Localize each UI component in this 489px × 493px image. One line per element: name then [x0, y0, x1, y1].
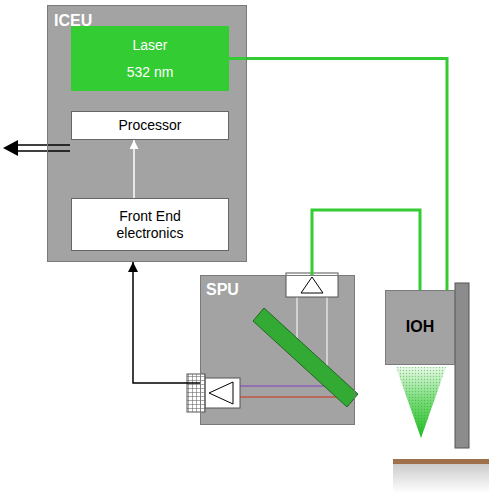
- node-label: Laser: [132, 37, 167, 53]
- sample-body: [393, 462, 489, 493]
- ioh-housing-fill: [385, 290, 455, 365]
- ccd-grid: [187, 374, 205, 412]
- detector-box: [205, 378, 240, 408]
- laser-box: Laser 532 nm: [71, 26, 229, 91]
- output-line: [16, 150, 70, 152]
- output-line: [16, 144, 70, 146]
- unit-housing: Laser 532 nm ProcessorFront End electronic…: [47, 5, 247, 262]
- sample-surface: [393, 459, 489, 464]
- node-label: Processor: [118, 117, 181, 133]
- optical-fiber: [229, 59, 447, 291]
- node-label: ICEU: [54, 12, 92, 30]
- ccd-grid-ground: [187, 374, 205, 412]
- signal-arrow: [133, 140, 135, 198]
- red-beam: [240, 396, 341, 397]
- process-box: Front End electronics: [71, 198, 229, 251]
- mounting-plate: [455, 283, 469, 448]
- input-lens: [301, 277, 323, 293]
- grating-mirror: [253, 308, 358, 407]
- node-label: Front End electronics: [98, 208, 203, 240]
- detector-lens: [209, 382, 233, 404]
- fiber-input-box: [286, 273, 338, 297]
- unit-housing: SPU: [200, 275, 355, 425]
- node-label: 532 nm: [127, 64, 174, 80]
- node-label: SPU: [206, 281, 239, 299]
- output-arrowhead: [3, 140, 18, 156]
- violet-beam: [240, 385, 330, 386]
- laser-cone-dots: [396, 367, 446, 438]
- process-box: Processor: [71, 111, 229, 140]
- signal-wire: [133, 262, 200, 383]
- light-beam: [327, 297, 328, 373]
- laser-cone: [396, 367, 446, 438]
- node-label: IOH: [406, 318, 434, 336]
- optical-fiber: [312, 210, 420, 290]
- optical-head: IOH: [385, 290, 455, 365]
- iceu-housing-fill: [47, 5, 247, 262]
